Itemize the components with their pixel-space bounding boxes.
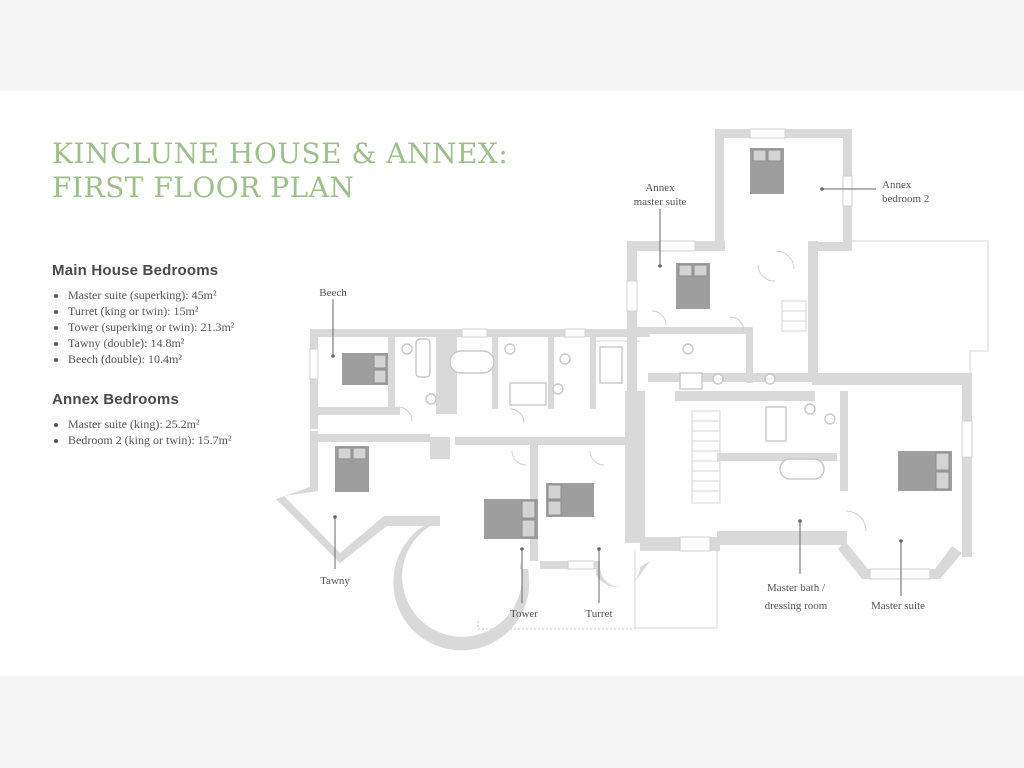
label-tower: Tower [510,608,538,620]
list-item: Tower (superking or twin): 21.3m² [68,319,312,335]
label-annex-master-suite-2: master suite [634,196,687,208]
doors [397,250,867,532]
bed-master-suite [898,451,952,491]
bed-annex-bedroom-2 [750,148,784,194]
label-turret: Turret [585,608,612,620]
list-item: Master suite (superking): 45m² [68,287,312,303]
title-line-2: First Floor Plan [52,171,355,204]
beds [335,148,952,539]
bathroom-fixtures [401,338,836,480]
list-item: Turret (king or twin): 15m² [68,303,312,319]
slide: Kinclune House & Annex: First Floor Plan… [0,91,1024,676]
bed-turret [546,483,594,517]
label-pointers [331,187,903,603]
main-house-list: Master suite (superking): 45m² Turret (k… [52,287,312,367]
annex-list: Master suite (king): 25.2m² Bedroom 2 (k… [52,416,312,448]
walls [276,129,972,651]
bed-beech [342,353,388,385]
label-master-bath-2: dressing room [765,600,828,612]
list-item: Beech (double): 10.4m² [68,351,312,367]
page-title: Kinclune House & Annex: First Floor Plan [52,137,508,205]
windows [309,128,973,580]
annex-heading: Annex Bedrooms [52,391,179,408]
list-item: Bedroom 2 (king or twin): 15.7m² [68,432,312,448]
main-house-heading: Main House Bedrooms [52,262,219,279]
main-house-bedrooms: Main House Bedrooms Master suite (superk… [52,262,312,367]
stairs [691,300,807,504]
bed-annex-master-suite [676,263,710,309]
label-master-bath-1: Master bath / [767,582,826,594]
list-item: Tawny (double): 14.8m² [68,335,312,351]
label-master-suite: Master suite [871,600,925,612]
label-tawny: Tawny [320,575,350,587]
label-annex-bedroom-2-2: bedroom 2 [882,193,929,205]
annex-bedrooms: Annex Bedrooms Master suite (king): 25.2… [52,391,312,448]
bed-tower [484,499,538,539]
plan-labels: Annex master suite Annex bedroom 2 Beech… [319,179,929,620]
label-beech: Beech [319,287,347,299]
bed-tawny [335,446,369,492]
list-item: Master suite (king): 25.2m² [68,416,312,432]
label-annex-bedroom-2-1: Annex [882,179,912,191]
label-annex-master-suite-1: Annex [645,182,675,194]
title-line-1: Kinclune House & Annex: [52,137,509,170]
floor-plan: Annex master suite Annex bedroom 2 Beech… [276,128,989,651]
